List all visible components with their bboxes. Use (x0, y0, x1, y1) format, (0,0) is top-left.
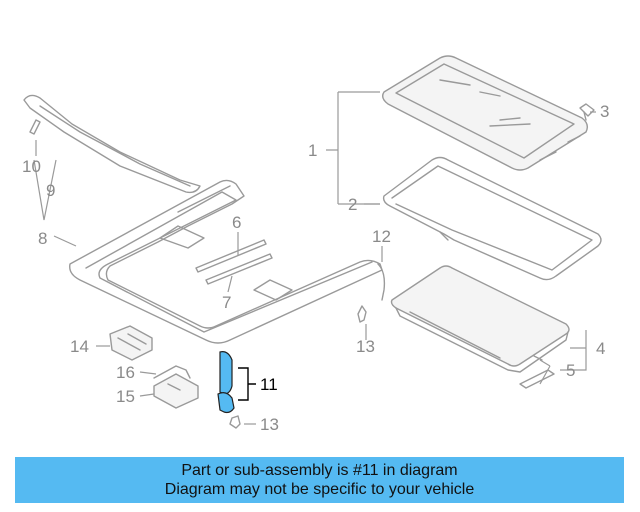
callout-4: 4 (596, 339, 605, 358)
banner-line-2: Diagram may not be specific to your vehi… (164, 481, 475, 498)
banner-line-1: Part or sub-assembly is #11 in diagram (181, 462, 458, 479)
callout-2: 2 (348, 195, 357, 214)
part-sunshade (390, 265, 570, 373)
part-deflector (23, 94, 201, 194)
callout-9: 9 (46, 181, 55, 200)
callout-3: 3 (600, 102, 609, 121)
callout-13-upper: 13 (356, 337, 375, 356)
part-plate-15 (153, 373, 199, 409)
part-info-banner: Part or sub-assembly is #11 in diagram D… (15, 457, 624, 503)
part-glass-panel (381, 55, 589, 171)
part-weatherstrip (382, 156, 602, 281)
part-guide-rails (195, 239, 273, 285)
part-pin-10 (29, 119, 41, 135)
part-drain-hose (377, 263, 386, 301)
part-bracket-14 (109, 325, 153, 361)
part-spring-16 (153, 365, 191, 379)
callout-6: 6 (232, 213, 241, 232)
part-bolt-13a (357, 305, 367, 323)
leader-lines (33, 91, 596, 425)
part-handle-5 (519, 355, 555, 389)
callout-7: 7 (222, 293, 231, 312)
callout-10: 10 (22, 157, 41, 176)
callout-labels: 1 2 3 4 5 6 7 8 9 10 11 12 13 13 14 15 1… (22, 102, 609, 434)
callout-12: 12 (372, 227, 391, 246)
callout-14: 14 (70, 337, 89, 356)
callout-11: 11 (260, 375, 278, 394)
part-sunroof-frame (69, 179, 383, 344)
part-bolt-13b (229, 415, 241, 429)
callout-5: 5 (566, 361, 575, 380)
callout-1: 1 (308, 141, 317, 160)
callout-16: 16 (116, 363, 135, 382)
part-11-highlight (217, 351, 235, 414)
callout-13-lower: 13 (260, 415, 279, 434)
callout-15: 15 (116, 387, 135, 406)
part-clip-3 (579, 103, 595, 121)
callout-8: 8 (38, 229, 47, 248)
